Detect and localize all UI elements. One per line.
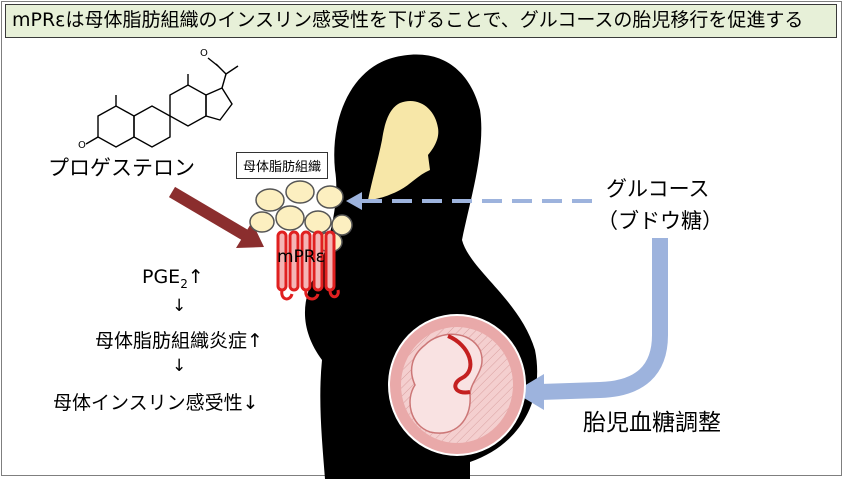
inflammation-label: 母体脂肪組織炎症↑ (95, 330, 263, 352)
glucose-label: グルコース (606, 177, 710, 201)
progesterone-structure-icon (85, 57, 239, 148)
ketone-o-label: O (78, 140, 86, 151)
insulin-sensitivity-label: 母体インスリン感受性↓ (53, 392, 259, 414)
cascade-arrow-1: ↓ (172, 296, 187, 316)
cascade-arrow-2: ↓ (172, 356, 187, 376)
pge-subscript: 2 (180, 276, 188, 291)
umbilical-cord (447, 334, 473, 395)
pge-base: PGE (142, 266, 181, 288)
pge2-label: PGE2↑ (142, 266, 204, 291)
acetyl-o-label: O (200, 48, 208, 59)
mpr-receptor-icon (276, 230, 340, 301)
adipose-tissue-label: 母体脂肪組織 (236, 152, 329, 179)
glucose-to-fetus-arrow (514, 238, 668, 410)
glucose-to-adipose-arrow (346, 192, 592, 210)
progesterone-label: プロゲステロン (48, 156, 195, 180)
progesterone-arrow (168, 186, 264, 248)
fetus-icon (409, 333, 483, 434)
receptor-label: mPRε (277, 247, 325, 267)
face-skin (368, 100, 439, 200)
glucose-alias-label: （ブドウ糖） (597, 209, 723, 233)
fetal-glucose-label: 胎児血糖調整 (583, 410, 721, 436)
figure-title: mPRεは母体脂肪組織のインスリン感受性を下げることで、グルコースの胎児移行を促… (5, 4, 837, 38)
pge-up-arrow: ↑ (187, 266, 204, 288)
